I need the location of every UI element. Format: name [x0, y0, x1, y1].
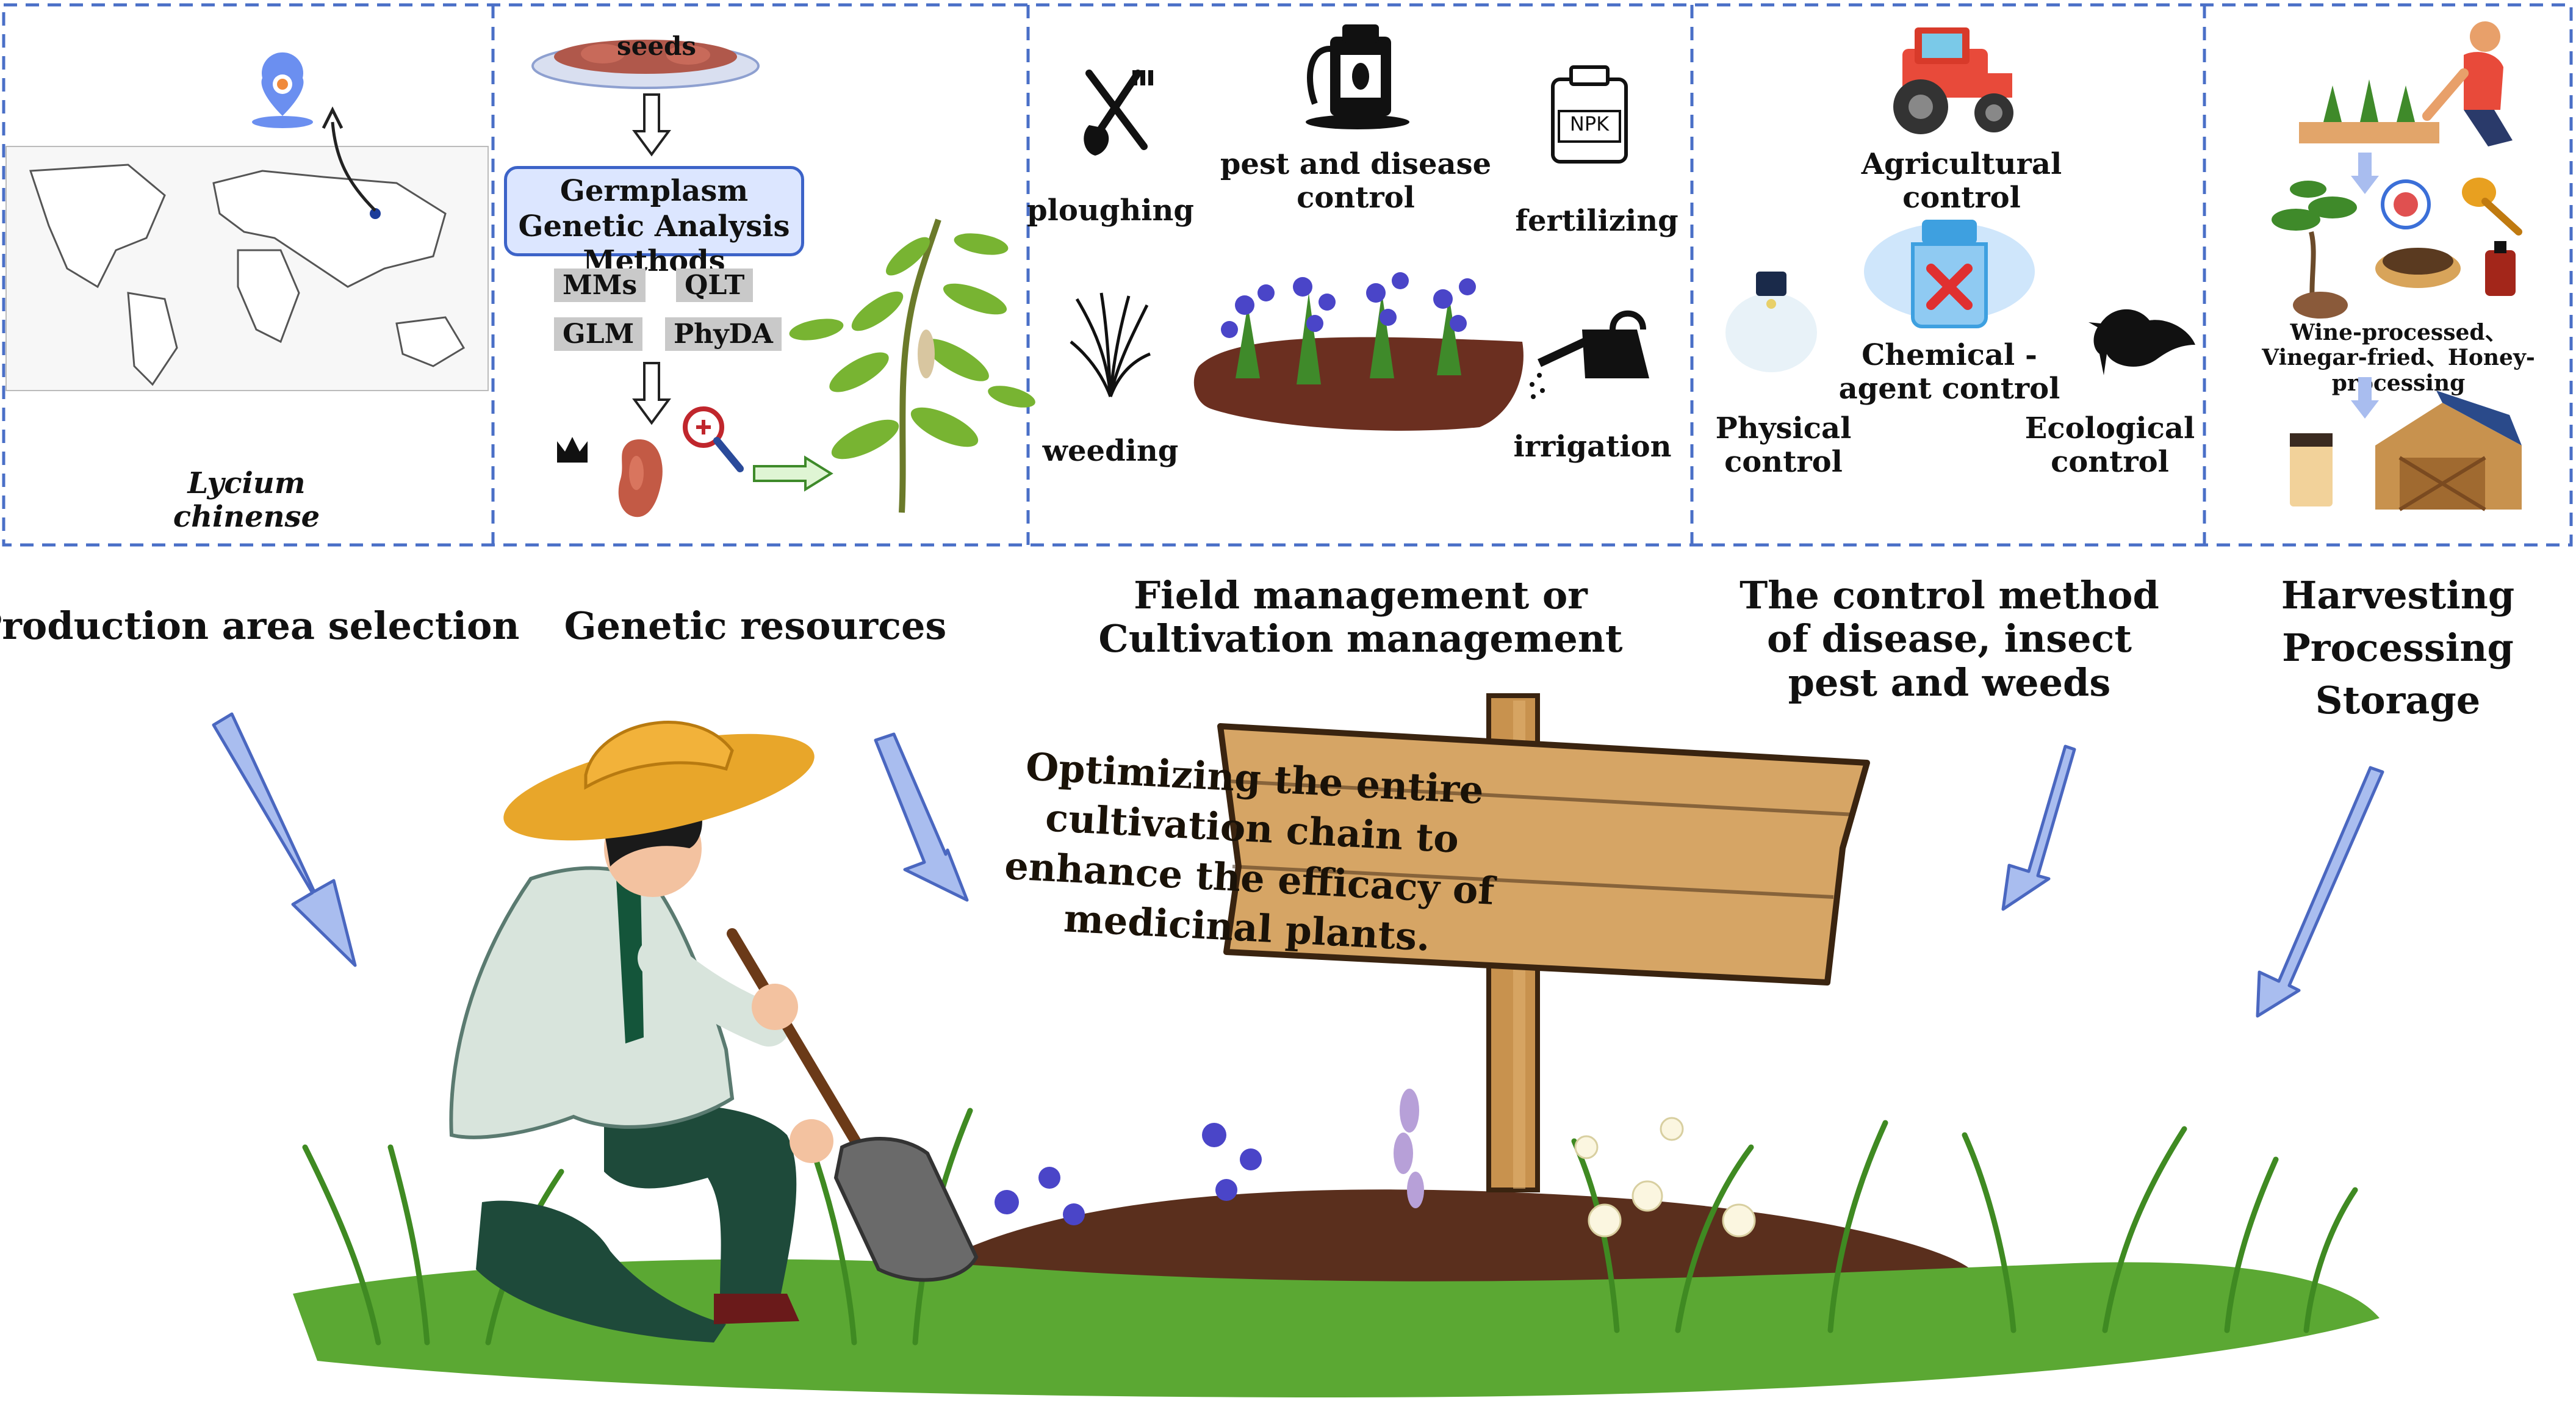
panel-pest-control: Agricultural control Chemical - agent co…	[1692, 0, 2204, 545]
seedling-tray-icon	[2299, 21, 2513, 146]
heading-harvest-line-3: Storage	[2315, 678, 2481, 723]
npk-bag-icon	[1551, 65, 1628, 164]
plant-icon	[789, 218, 1035, 513]
chemical-bottle-icon	[1864, 220, 2035, 328]
bean-icon	[618, 439, 663, 517]
seed-plate-icon	[531, 40, 760, 89]
species-label: Lycium chinense	[173, 466, 320, 535]
magnifier-icon	[683, 406, 744, 472]
watering-can-icon	[1530, 310, 1649, 399]
flower-bed-icon	[1193, 272, 1524, 431]
heading-harvest-line-1: Harvesting	[2281, 573, 2515, 618]
activity-fertilizing: fertilizing	[1515, 204, 1678, 238]
world-map-icon	[5, 106, 489, 391]
method-ecological: Ecological control	[2024, 411, 2195, 480]
fork-shovel-icon	[1084, 70, 1153, 156]
crown-icon	[557, 437, 588, 463]
tractor-icon	[1893, 27, 2013, 134]
method-physical: Physical control	[1715, 411, 1852, 480]
method-agricultural: Agricultural control	[1861, 147, 2062, 215]
hollow-arrow-icon	[753, 455, 833, 492]
panel-production-area: Lycium chinense	[0, 0, 493, 545]
heading-production-area: Production area selection	[0, 604, 520, 648]
method-tag-phyda: PhyDA	[665, 317, 782, 351]
herb-root-icon	[2272, 181, 2357, 319]
seeds-label: seeds	[616, 31, 697, 61]
hollow-arrow-icon	[2351, 153, 2379, 194]
panel-genetic-resources: seeds Germplasm Genetic Analysis Methods…	[493, 0, 1035, 545]
bird-icon	[2089, 309, 2195, 375]
npk-label: NPK	[1569, 112, 1610, 135]
grass-tuft-icon	[1070, 292, 1151, 397]
method-chemical: Chemical - agent control	[1838, 338, 2060, 406]
sprayer-icon	[1306, 24, 1409, 129]
light-bulb-icon	[1725, 272, 1817, 372]
heading-field-management: Field management or Cultivation manageme…	[1098, 573, 1623, 661]
method-tag-mms: MMs	[554, 269, 646, 302]
activity-irrigation: irrigation	[1513, 430, 1672, 464]
heading-pest-control: The control method of disease, insect pe…	[1740, 573, 2159, 705]
hollow-arrow-icon	[632, 362, 671, 425]
activity-pest-disease: pest and disease control	[1220, 147, 1492, 215]
processing-methods: Wine-processed、Vinegar-fried、Honey-proce…	[2262, 320, 2535, 396]
map-pin-icon	[252, 52, 313, 128]
heading-harvest-line-2: Processing	[2282, 625, 2514, 670]
panel-harvest: Wine-processed、Vinegar-fried、Honey-proce…	[2204, 0, 2576, 545]
analysis-method-box: Germplasm Genetic Analysis Methods	[504, 166, 804, 278]
method-tag-glm: GLM	[554, 317, 643, 351]
panel-field-management: ploughing pest and disease control NPK f…	[1027, 0, 1692, 545]
activity-ploughing: ploughing	[1027, 193, 1194, 228]
method-tag-qlt: QLT	[676, 269, 754, 302]
hollow-arrow-icon	[2351, 377, 2379, 419]
activity-weeding: weeding	[1042, 434, 1179, 468]
honey-dipper-icon	[2375, 178, 2522, 296]
heading-genetic-resources: Genetic resources	[564, 604, 947, 648]
hollow-arrow-icon	[632, 93, 671, 157]
solar-shed-icon	[2290, 391, 2522, 511]
